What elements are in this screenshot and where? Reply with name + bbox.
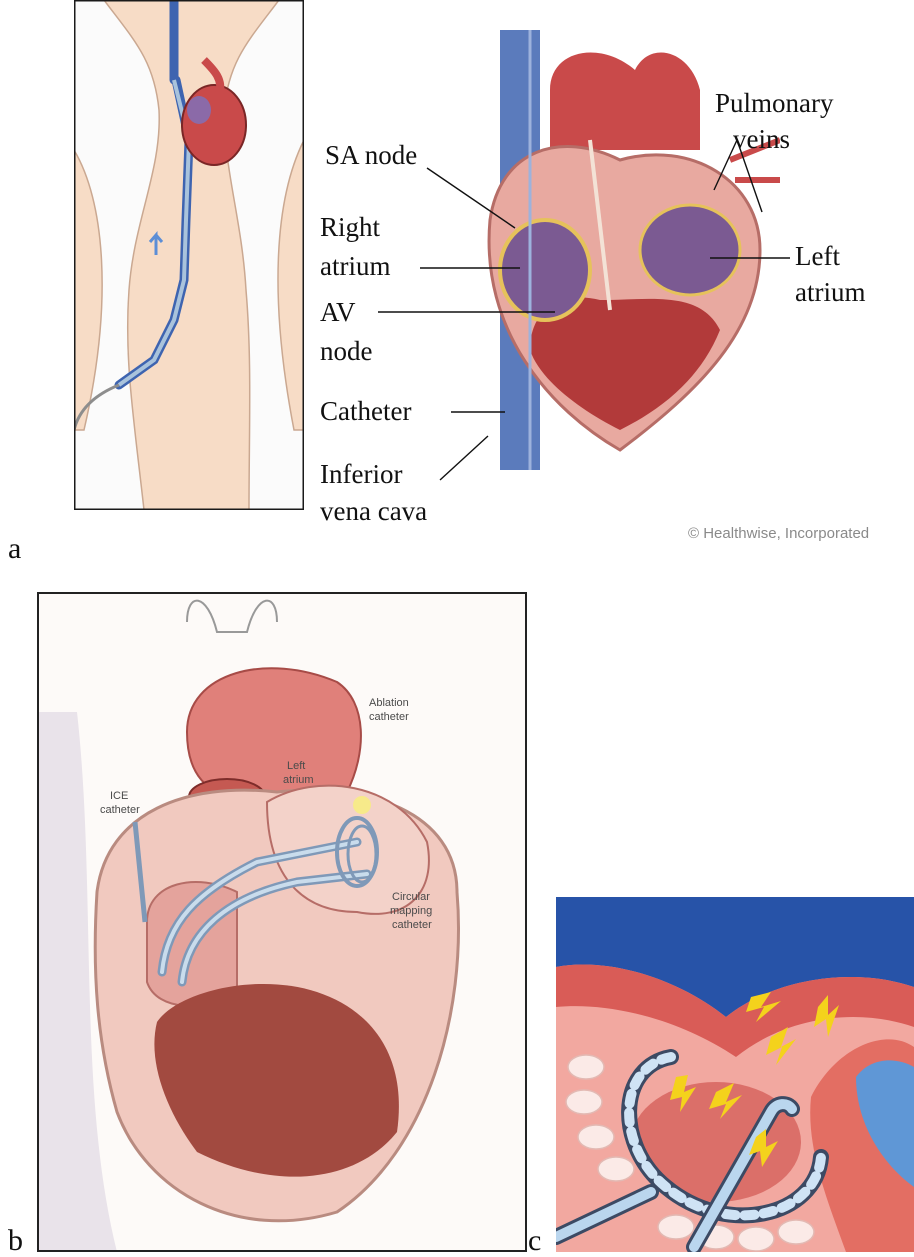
av-node-label-line1: AV [320, 297, 356, 328]
left-atrium-label-b-line1: Left [287, 760, 305, 773]
av-node-label-line2: node [320, 336, 372, 367]
inferior-vena-cava-label-line1: Inferior [320, 459, 402, 490]
pulmonary-veins-label-line2: veins [733, 124, 790, 155]
ablation-heart-illustration [37, 592, 527, 1252]
circular-mapping-catheter-label-line1: Circular [392, 891, 430, 904]
copyright-credit: © Healthwise, Incorporated [688, 525, 869, 542]
inferior-vena-cava-label-line2: vena cava [320, 496, 427, 527]
sa-node-label: SA node [325, 140, 417, 171]
ice-catheter-label-line1: ICE [110, 790, 128, 803]
right-atrium-label-line1: Right [320, 212, 380, 243]
left-atrium-label-line2: atrium [795, 277, 865, 308]
ice-catheter-label-line2: catheter [100, 804, 140, 817]
panel-a-leader-lines [0, 0, 914, 520]
ablation-catheter-label-line1: Ablation [369, 697, 409, 710]
ablation-catheter-label-line2: catheter [369, 711, 409, 724]
pulmonary-veins-label-line1: Pulmonary [715, 88, 834, 119]
circular-mapping-catheter-label-line2: mapping [390, 905, 432, 918]
left-atrium-label-line1: Left [795, 241, 840, 272]
pulmonary-vein-ablation-illustration [556, 897, 914, 1252]
panel-letter-a: a [8, 534, 21, 564]
right-atrium-label-line2: atrium [320, 251, 390, 282]
catheter-label: Catheter [320, 396, 411, 427]
left-atrium-label-b-line2: atrium [283, 774, 314, 787]
circular-mapping-catheter-label-line3: catheter [392, 919, 432, 932]
